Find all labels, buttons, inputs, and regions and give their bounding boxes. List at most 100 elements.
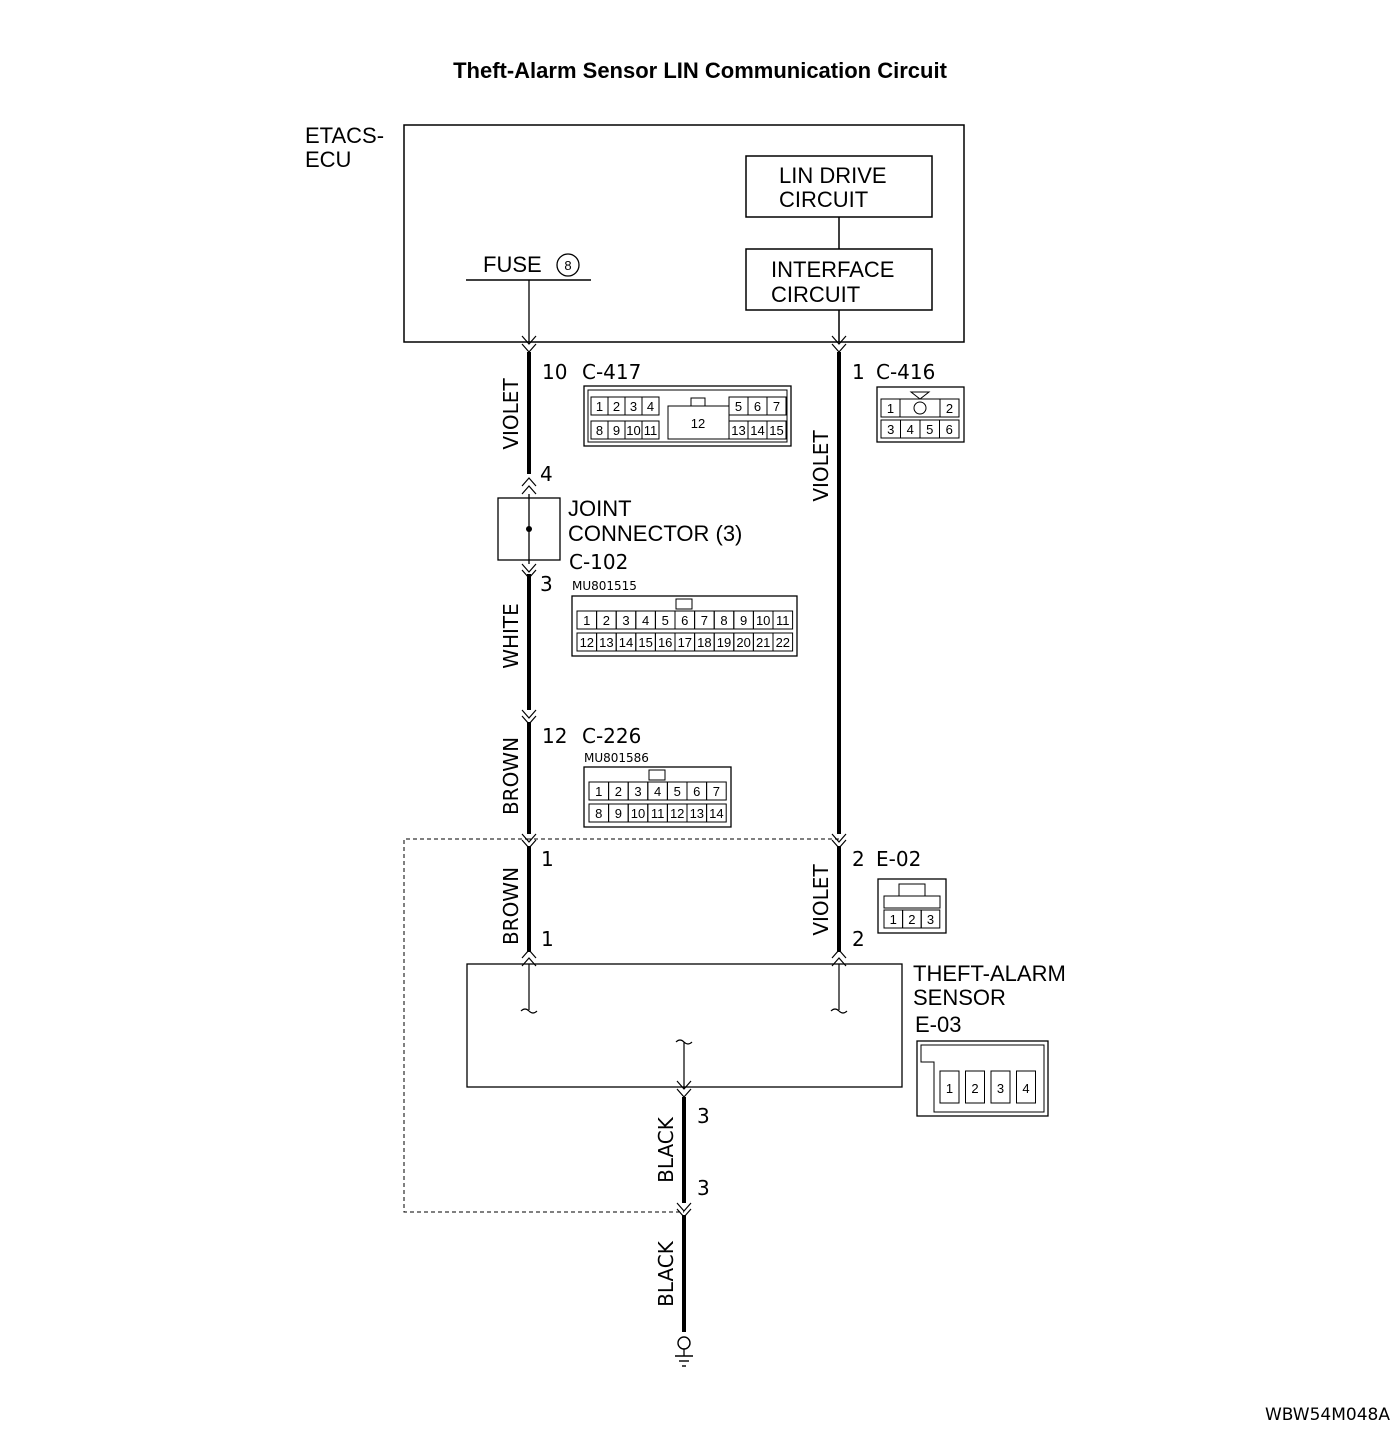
part-number-c226: MU801586 bbox=[584, 751, 649, 765]
c226-pin-12: 12 bbox=[670, 806, 684, 821]
c102-pin-4: 4 bbox=[642, 613, 649, 628]
e03-pin-2: 2 bbox=[971, 1081, 978, 1096]
interface-line2: CIRCUIT bbox=[771, 282, 860, 307]
e03-pin-1: 1 bbox=[946, 1081, 953, 1096]
c417-pin-7: 7 bbox=[773, 399, 780, 414]
c102-pin-21: 21 bbox=[756, 635, 770, 650]
sensor-label-line2: SENSOR bbox=[913, 985, 1006, 1010]
connector-code-c416: C-416 bbox=[876, 360, 935, 384]
ground-terminal bbox=[677, 1336, 691, 1350]
c102-pin-13: 13 bbox=[599, 635, 613, 650]
c102-pin-7: 7 bbox=[701, 613, 708, 628]
c102-pin-10: 10 bbox=[756, 613, 770, 628]
lin-drive-line2: CIRCUIT bbox=[779, 187, 868, 212]
c416-pin-2: 2 bbox=[946, 401, 953, 416]
c417-pin-11: 11 bbox=[644, 423, 658, 438]
fuse-number-circle bbox=[556, 253, 580, 277]
wire-color-left-violet: VIOLET bbox=[499, 378, 523, 450]
c416-pin-3: 3 bbox=[887, 422, 894, 437]
c102-pin-16: 16 bbox=[658, 635, 672, 650]
c102-pin-18: 18 bbox=[697, 635, 711, 650]
e03-pin-3: 3 bbox=[997, 1081, 1004, 1096]
c102-pin-15: 15 bbox=[638, 635, 652, 650]
c226-pin-13: 13 bbox=[690, 806, 704, 821]
wire-color-black-lower: BLACK bbox=[654, 1240, 678, 1307]
c417-pin-5: 5 bbox=[735, 399, 742, 414]
c226-pin-14: 14 bbox=[709, 806, 723, 821]
connector-code-e03: E-03 bbox=[915, 1012, 961, 1037]
pin-joint-in: 4 bbox=[540, 462, 553, 486]
ecu-label-line2: ECU bbox=[305, 147, 351, 172]
c417-pin-9: 9 bbox=[613, 423, 620, 438]
c417-pin-13: 13 bbox=[731, 423, 745, 438]
e02-pin-1: 1 bbox=[890, 912, 897, 927]
lin-drive-line1: LIN DRIVE bbox=[779, 163, 887, 188]
c226-pin-6: 6 bbox=[693, 784, 700, 799]
c416-pin-6: 6 bbox=[946, 422, 953, 437]
c226-pin-5: 5 bbox=[674, 784, 681, 799]
c226-pin-8: 8 bbox=[595, 806, 602, 821]
c226-pin-10: 10 bbox=[631, 806, 645, 821]
sensor-label-line1: THEFT-ALARM bbox=[913, 961, 1066, 986]
pin-c416: 1 bbox=[852, 360, 865, 384]
wire-color-left-brown-lower: BROWN bbox=[499, 867, 523, 945]
connector-code-c226: C-226 bbox=[582, 724, 641, 748]
c102-pin-20: 20 bbox=[736, 635, 750, 650]
connector-code-c417: C-417 bbox=[582, 360, 641, 384]
pin-joint-out: 3 bbox=[540, 572, 553, 596]
connector-code-e02: E-02 bbox=[876, 847, 921, 871]
pin-e02-right-top: 2 bbox=[852, 847, 865, 871]
c226-pin-4: 4 bbox=[654, 784, 661, 799]
wire-color-black-upper: BLACK bbox=[654, 1116, 678, 1183]
connector-code-c102: C-102 bbox=[569, 550, 628, 574]
c102-pin-3: 3 bbox=[622, 613, 629, 628]
c417-pin-8: 8 bbox=[596, 423, 603, 438]
diagram-title: Theft-Alarm Sensor LIN Communication Cir… bbox=[453, 58, 947, 83]
interface-line1: INTERFACE bbox=[771, 257, 894, 282]
dashed-outline bbox=[403, 838, 839, 1213]
c226-pin-1: 1 bbox=[595, 784, 602, 799]
figure-code: WBW54M048A bbox=[1265, 1405, 1390, 1425]
c226-pin-9: 9 bbox=[615, 806, 622, 821]
c416-pin-4: 4 bbox=[907, 422, 914, 437]
e02-pin-3: 3 bbox=[927, 912, 934, 927]
c226-pin-11: 11 bbox=[651, 806, 665, 821]
c417-pin-6: 6 bbox=[754, 399, 761, 414]
c417-pin-14: 14 bbox=[750, 423, 764, 438]
pin-c417: 10 bbox=[542, 360, 567, 384]
c102-pin-6: 6 bbox=[681, 613, 688, 628]
c102-pin-8: 8 bbox=[720, 613, 727, 628]
pin-e02-left-top: 1 bbox=[541, 847, 554, 871]
wire-color-left-white: WHITE bbox=[499, 603, 523, 669]
c417-pin-1: 1 bbox=[596, 399, 603, 414]
c417-pin-15: 15 bbox=[769, 423, 783, 438]
c417-pin-12: 12 bbox=[691, 416, 705, 431]
c417-pin-10: 10 bbox=[626, 423, 640, 438]
pin-black-top: 3 bbox=[697, 1104, 710, 1128]
wire-color-right-violet-lower: VIOLET bbox=[809, 864, 833, 936]
c102-pin-12: 12 bbox=[580, 635, 594, 650]
c102-pin-11: 11 bbox=[776, 613, 790, 628]
c416-pin-1: 1 bbox=[887, 401, 894, 416]
wire-color-left-brown-upper: BROWN bbox=[499, 737, 523, 815]
c102-pin-5: 5 bbox=[662, 613, 669, 628]
c417-pin-2: 2 bbox=[613, 399, 620, 414]
e03-pin-4: 4 bbox=[1022, 1081, 1029, 1096]
c417-pin-4: 4 bbox=[647, 399, 654, 414]
ecu-box bbox=[403, 124, 965, 343]
fuse-label: FUSE bbox=[483, 252, 542, 277]
e02-pin-2: 2 bbox=[908, 912, 915, 927]
c102-pin-9: 9 bbox=[740, 613, 747, 628]
wire-color-right-violet-upper: VIOLET bbox=[809, 430, 833, 502]
c226-pin-7: 7 bbox=[713, 784, 720, 799]
c102-pin-22: 22 bbox=[776, 635, 790, 650]
fuse-number: 8 bbox=[564, 258, 571, 273]
pin-black-bottom: 3 bbox=[697, 1176, 710, 1200]
c102-pin-14: 14 bbox=[619, 635, 633, 650]
joint-connector-line2: CONNECTOR (3) bbox=[568, 521, 742, 546]
c226-pin-3: 3 bbox=[634, 784, 641, 799]
pin-c226: 12 bbox=[542, 724, 567, 748]
